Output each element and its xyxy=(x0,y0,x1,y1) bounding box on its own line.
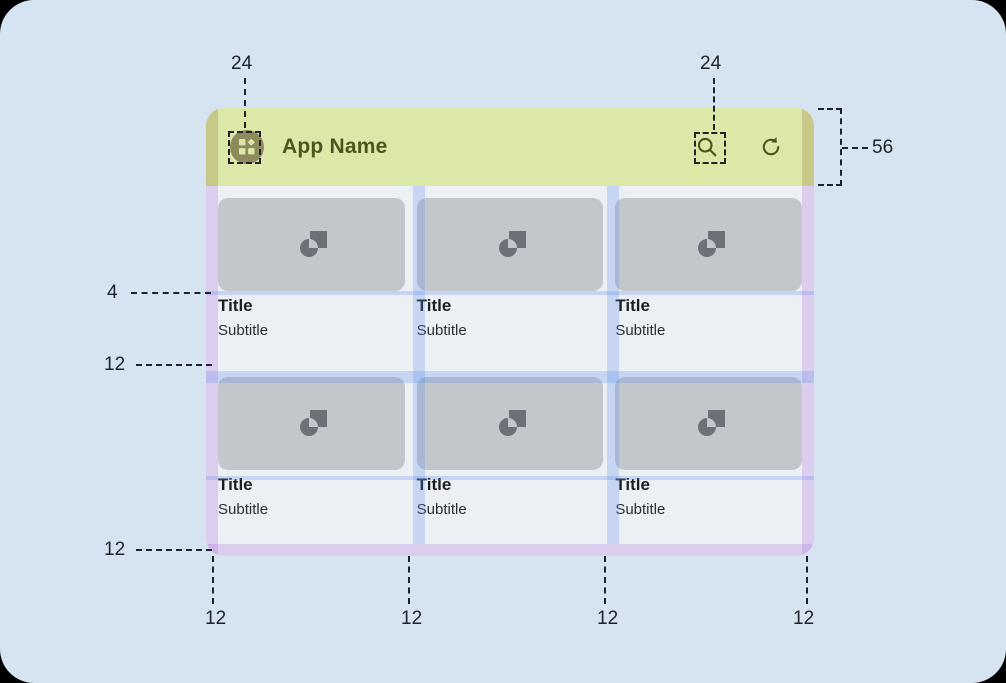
bracket-appbar-height xyxy=(818,108,842,186)
card-text: Title Subtitle xyxy=(417,291,604,342)
refresh-icon[interactable] xyxy=(758,134,784,160)
selection-box-leading-icon xyxy=(228,131,261,164)
app-bar-actions xyxy=(694,134,784,160)
app-bar: App Name xyxy=(206,108,814,186)
card-title: Title xyxy=(416,475,452,494)
leader-col-mid-2 xyxy=(604,556,606,604)
image-placeholder-icon xyxy=(416,377,604,470)
leader-icon-size-right xyxy=(713,78,715,130)
list-item[interactable]: Title Subtitle xyxy=(218,198,405,365)
annotation-row-gap: 12 xyxy=(104,354,126,375)
image-placeholder-icon xyxy=(218,377,405,470)
selection-box-search-icon xyxy=(694,132,726,164)
annotation-col-mid-1: 12 xyxy=(401,608,423,629)
card-title: Title xyxy=(615,296,650,315)
app-bar-title: App Name xyxy=(282,135,388,158)
card-text: Title Subtitle xyxy=(218,291,405,342)
card-subtitle: Subtitle xyxy=(218,321,269,339)
app-grid-icon[interactable] xyxy=(230,130,264,164)
list-item[interactable]: Title Subtitle xyxy=(615,377,802,544)
image-placeholder-icon xyxy=(218,198,405,291)
annotation-title-gap: 4 xyxy=(107,282,118,303)
search-icon[interactable] xyxy=(694,134,720,160)
card-subtitle: Subtitle xyxy=(218,500,269,518)
card-title: Title xyxy=(218,475,253,494)
leader-icon-size-left xyxy=(244,78,246,128)
card-text: Title Subtitle xyxy=(417,470,604,521)
leader-col-mid-1 xyxy=(408,556,410,604)
card-subtitle: Subtitle xyxy=(416,500,467,518)
image-placeholder-icon xyxy=(416,198,604,291)
leader-col-right xyxy=(806,556,808,604)
card-text: Title Subtitle xyxy=(615,291,802,342)
annotation-col-right: 12 xyxy=(793,608,815,629)
card-title: Title xyxy=(615,475,650,494)
leader-bottom-padding xyxy=(136,549,212,551)
annotation-appbar-height: 56 xyxy=(872,137,894,158)
annotation-col-mid-2: 12 xyxy=(597,608,619,629)
leader-row-gap xyxy=(136,364,212,366)
card-text: Title Subtitle xyxy=(218,470,405,521)
annotation-col-left: 12 xyxy=(205,608,227,629)
leader-title-gap xyxy=(131,292,211,294)
card-subtitle: Subtitle xyxy=(416,321,467,339)
card-title: Title xyxy=(218,296,253,315)
image-placeholder-icon xyxy=(615,377,802,470)
card-grid: Title Subtitle Title Subtitle xyxy=(206,186,814,556)
annotation-icon-size-right: 24 xyxy=(700,53,722,74)
image-placeholder-icon xyxy=(615,198,802,291)
device-mockup: App Name xyxy=(206,108,814,556)
card-subtitle: Subtitle xyxy=(615,321,666,339)
card-title: Title xyxy=(416,296,452,315)
list-item[interactable]: Title Subtitle xyxy=(615,198,802,365)
card-text: Title Subtitle xyxy=(615,470,802,521)
annotation-bottom-padding: 12 xyxy=(104,539,126,560)
card-subtitle: Subtitle xyxy=(615,500,666,518)
leader-col-left xyxy=(212,556,214,604)
leader-appbar-height xyxy=(842,147,868,149)
annotation-icon-size-left: 24 xyxy=(231,53,253,74)
list-item[interactable]: Title Subtitle xyxy=(218,377,405,544)
list-item[interactable]: Title Subtitle xyxy=(416,377,604,544)
list-item[interactable]: Title Subtitle xyxy=(416,198,604,365)
